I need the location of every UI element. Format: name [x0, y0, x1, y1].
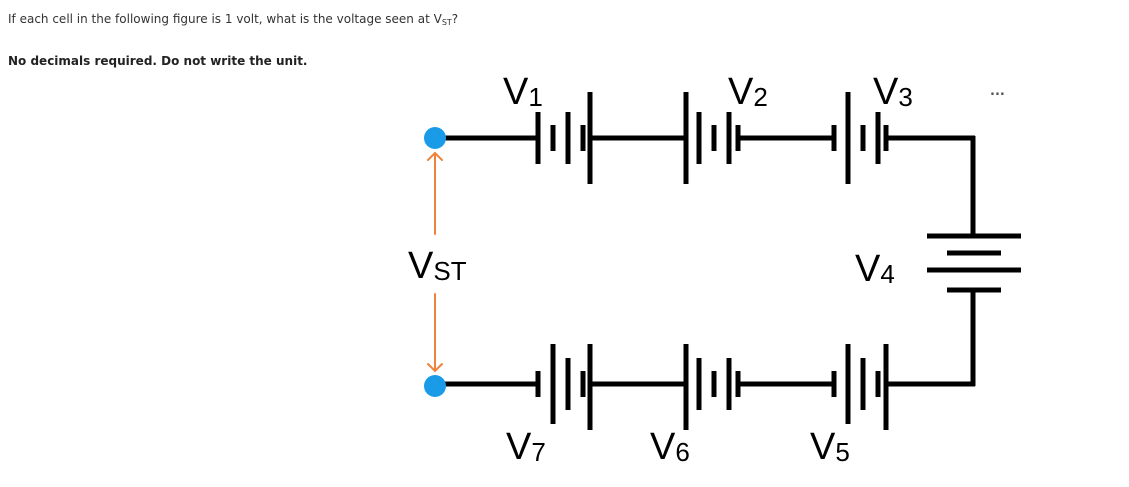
label-v4: V4 — [855, 248, 895, 290]
label-part: 5 — [835, 437, 849, 467]
cell-v6 — [683, 344, 741, 430]
label-part: V — [503, 71, 529, 113]
label-part: V — [728, 71, 754, 113]
cell-v2 — [683, 92, 741, 184]
circuit-stroke — [427, 151, 443, 161]
vst-arrow — [427, 151, 443, 373]
cell-v3 — [831, 92, 889, 184]
top-wire — [435, 135, 976, 387]
label-v1: V1 — [503, 71, 543, 113]
more-options-icon[interactable]: ... — [990, 84, 1005, 99]
cell-v4 — [927, 233, 1021, 293]
label-part: V — [650, 426, 676, 468]
label-part: V — [810, 426, 836, 468]
label-part: 4 — [880, 259, 894, 289]
question-suffix: ? — [451, 12, 459, 26]
cell-v1 — [535, 92, 593, 184]
label-v7: V7 — [506, 426, 546, 468]
question-prefix: If each cell in the following figure is … — [8, 12, 442, 26]
label-part: 3 — [898, 82, 912, 112]
label-part: 6 — [675, 437, 689, 467]
instruction-text: No decimals required. Do not write the u… — [8, 54, 308, 68]
question-text: If each cell in the following figure is … — [8, 12, 458, 27]
label-v3: V3 — [873, 71, 913, 113]
terminal-bottom — [424, 375, 446, 397]
label-part: V — [873, 71, 899, 113]
label-part: 1 — [528, 82, 542, 112]
cell-v7 — [535, 344, 593, 430]
circuit-stroke — [427, 363, 443, 373]
label-part: V — [408, 245, 434, 287]
label-v2: V2 — [728, 71, 768, 113]
label-vst: VST — [408, 245, 467, 287]
question-subscript: ST — [441, 18, 452, 27]
label-v5: V5 — [810, 426, 850, 468]
label-part: 7 — [531, 437, 545, 467]
label-part: V — [506, 426, 532, 468]
cell-v5 — [831, 344, 889, 430]
label-part: 2 — [753, 82, 767, 112]
terminal-top — [424, 127, 446, 149]
label-part: ST — [433, 256, 466, 286]
label-v6: V6 — [650, 426, 690, 468]
label-part: V — [855, 248, 881, 290]
